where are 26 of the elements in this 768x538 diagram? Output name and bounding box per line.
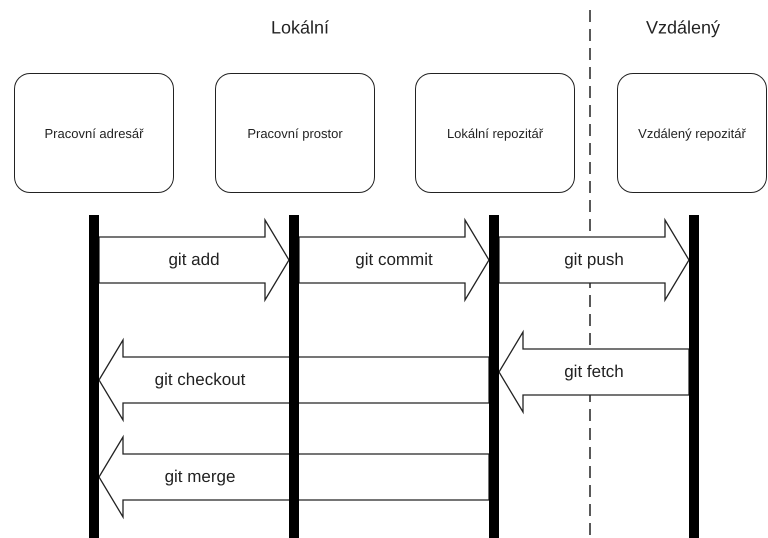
section-heading: Lokální <box>270 18 330 38</box>
block-arrow <box>98 338 490 422</box>
lifeline-bar <box>89 215 99 538</box>
block-arrow <box>98 218 290 302</box>
edge-label: git commit <box>355 250 433 270</box>
block-arrow <box>298 218 490 302</box>
component-box <box>14 73 174 193</box>
block-arrow <box>498 218 690 302</box>
box-label: Pracovní adresář <box>44 126 144 140</box>
edge-label: git merge <box>164 467 236 487</box>
edge-label: git fetch <box>564 362 624 382</box>
edge-label: git checkout <box>154 370 246 390</box>
block-arrow <box>98 434 490 520</box>
component-box <box>215 73 375 193</box>
component-box <box>415 73 575 193</box>
lifeline-bar <box>489 215 499 538</box>
block-arrow <box>498 330 690 414</box>
lifeline-bar <box>289 215 299 538</box>
box-label: Pracovní prostor <box>247 126 343 140</box>
section-heading: Vzdálený <box>646 18 720 38</box>
component-box <box>617 73 767 193</box>
lifeline-bar <box>689 215 699 538</box>
edge-label: git add <box>168 250 220 270</box>
box-label: Vzdálený repozitář <box>638 126 746 140</box>
box-label: Lokální repozitář <box>446 126 544 140</box>
edge-label: git push <box>564 250 624 270</box>
